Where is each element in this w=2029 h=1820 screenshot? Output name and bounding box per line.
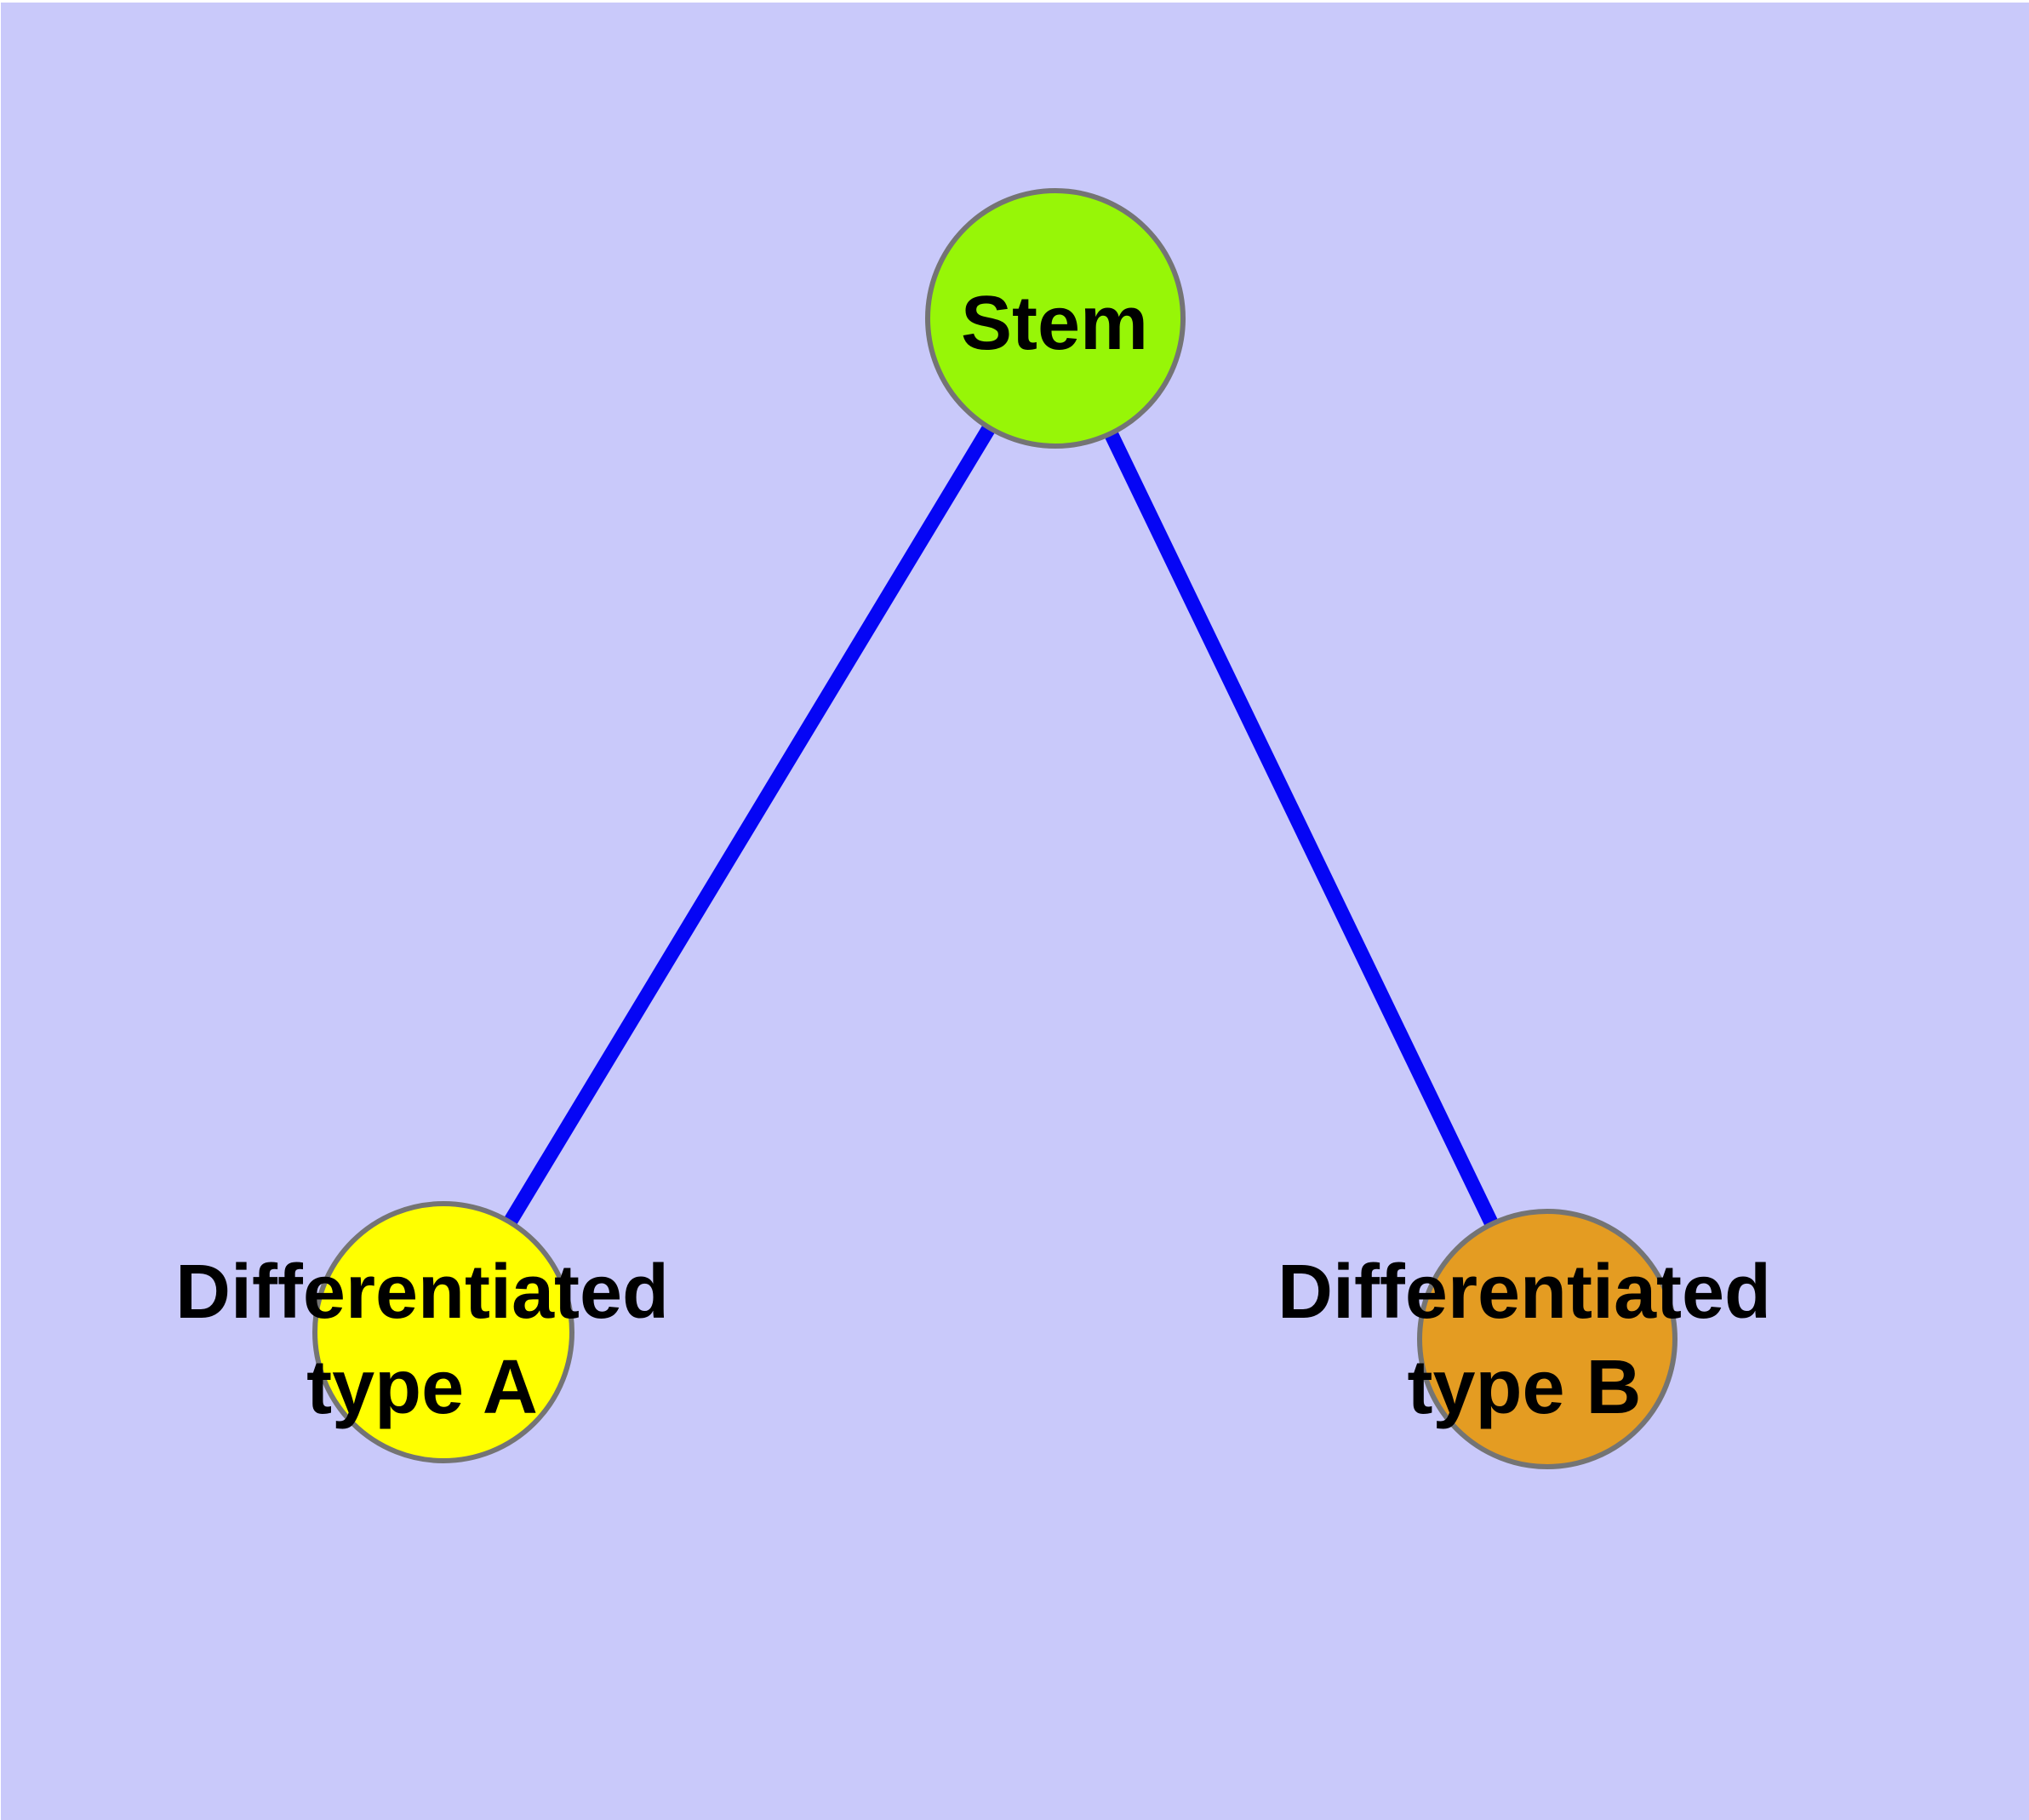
type-a-node-label-line-2: type A — [306, 1345, 538, 1430]
type-a-node — [312, 1201, 574, 1463]
edge-stem-to-type-b — [1049, 315, 1554, 1342]
stem-node-label: Stem — [961, 281, 1148, 366]
edge-stem-to-type-a — [437, 314, 1062, 1336]
stem-node — [925, 188, 1186, 449]
type-b-node-label-line-2: type B — [1407, 1345, 1641, 1430]
type-b-node-label-line-1: Differentiated — [1277, 1250, 1771, 1335]
type-a-node-label-line-1: Differentiated — [175, 1250, 669, 1335]
type-b-node — [1417, 1209, 1677, 1469]
